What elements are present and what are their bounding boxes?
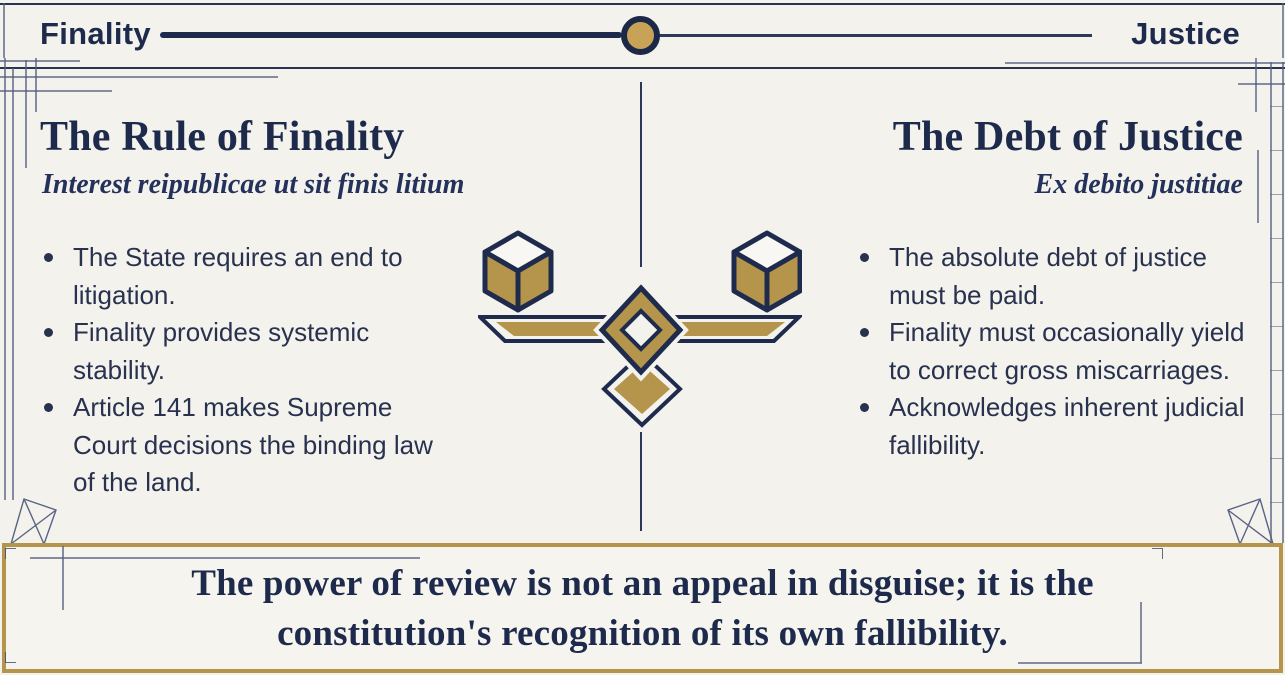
bullet-text: The absolute debt of justice must be pai… [889,242,1207,310]
gem-wireframe-icon [10,498,57,545]
bullet-text: Acknowledges inherent judicial fallibili… [889,392,1245,460]
frame-line [0,3,1285,5]
corner-mark [5,652,16,663]
quote-box: The power of review is not an appeal in … [2,543,1283,673]
ruler-tick [1270,326,1283,327]
bullet-item: Acknowledges inherent judicial fallibili… [856,389,1254,464]
slider-left-label: Finality [40,16,151,51]
corner-mark [1152,548,1163,559]
frame-line [1238,83,1285,85]
ruler-tick [1270,238,1283,239]
frame-line [1140,602,1142,663]
bullet-item: Article 141 makes Supreme Court decision… [40,389,445,502]
frame-line [12,68,14,500]
ruler-tick [1270,458,1283,459]
gem-wireframe-icon [1227,498,1274,545]
right-panel-subtitle: Ex debito justitiae [1034,169,1243,200]
bullet-item: The State requires an end to litigation. [40,239,445,314]
right-panel-title: The Debt of Justice [892,114,1243,160]
frame-line [0,90,112,92]
frame-line [1018,662,1142,664]
ruler-tick [1270,106,1283,107]
lower-diamond [601,350,683,428]
left-panel-subtitle: Interest reipublicae ut sit finis litium [42,169,465,200]
left-panel-title: The Rule of Finality [40,114,405,160]
slider-track-left [160,32,622,38]
cube-icon-right [731,230,802,313]
frame-line [0,60,80,62]
ruler-tick [1270,414,1283,415]
bullet-text: Finality must occasionally yield to corr… [889,317,1245,385]
frame-line [35,58,37,112]
frame-line [1005,62,1285,64]
bullet-item: Finality must occasionally yield to corr… [856,314,1254,389]
ruler-tick [1270,150,1283,151]
frame-line [0,76,278,78]
right-bullet-list: The absolute debt of justice must be pai… [856,239,1254,464]
frame-line [1257,150,1259,223]
ruler-tick [1270,502,1283,503]
bullet-text: Article 141 makes Supreme Court decision… [73,392,433,497]
bullet-item: Finality provides systemic stability. [40,314,445,389]
balance-scale-icon [478,230,802,428]
quote-line-1: The power of review is not an appeal in … [191,563,1094,604]
bullet-item: The absolute debt of justice must be pai… [856,239,1254,314]
frame-line [30,557,420,559]
slider-knob[interactable] [621,16,660,55]
frame-line [3,3,5,58]
frame-line [0,67,1285,69]
ruler-tick [1270,282,1283,283]
quote-line-2: constitution's recognition of its own fa… [277,613,1008,654]
slider-track-right [658,34,1092,37]
left-bullet-list: The State requires an end to litigation.… [40,239,445,502]
cube-icon-left [482,230,554,313]
frame-line [1282,3,1284,58]
center-divider-line [640,432,642,531]
ruler-tick [1270,370,1283,371]
center-diamond [593,278,689,382]
bullet-text: The State requires an end to litigation. [73,242,403,310]
frame-line [25,60,27,168]
frame-line [1255,58,1257,112]
ruler-tick [1270,194,1283,195]
ruler-line [1270,62,1272,543]
bullet-text: Finality provides systemic stability. [73,317,370,385]
ruler-line [1282,62,1284,543]
frame-line [62,546,64,610]
center-divider-line [640,82,642,267]
corner-mark [5,548,16,559]
slider-right-label: Justice [1131,16,1240,51]
frame-line [4,58,6,500]
